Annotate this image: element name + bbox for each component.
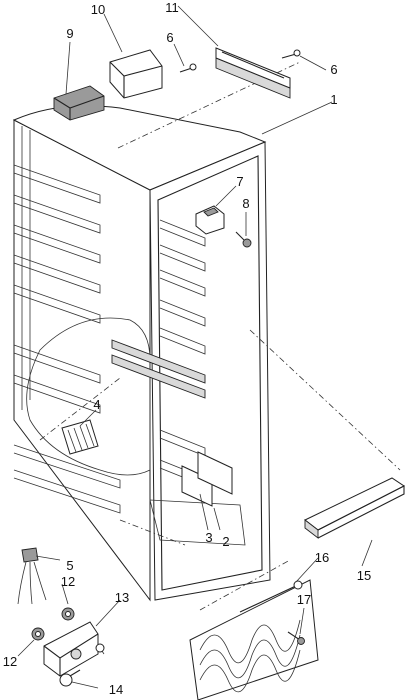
control-housing-part-9	[53, 85, 105, 121]
callout-2: 2	[222, 534, 229, 549]
screw-part-6-right	[281, 49, 301, 59]
callout-4: 4	[93, 397, 100, 412]
top-rail-part-11	[215, 47, 291, 99]
callout-1: 1	[330, 92, 337, 107]
callout-6-right: 6	[330, 62, 337, 77]
lamp-socket-part-12-upper	[61, 607, 75, 621]
bracket-part-2	[197, 451, 233, 495]
callout-3: 3	[205, 530, 212, 545]
bracket-part-7	[195, 205, 225, 235]
callout-9: 9	[66, 26, 73, 41]
callout-labels: 1 2 3 4 5 6 6 7 8 9 10 11 12 12 13 14 15…	[3, 0, 371, 697]
rail-part-15	[304, 477, 405, 539]
bulb-part-14	[59, 643, 105, 687]
callout-6-upper: 6	[166, 30, 173, 45]
callout-14: 14	[109, 682, 123, 697]
lamp-socket-part-12-lower	[31, 627, 45, 641]
bracket-part-10	[109, 49, 163, 99]
wire-harness-part-5	[17, 547, 47, 605]
callout-7: 7	[236, 174, 243, 189]
callout-15: 15	[357, 568, 371, 583]
leader-lines	[17, 5, 373, 689]
screw-part-17	[287, 631, 305, 645]
shelf-rails-right	[159, 219, 206, 487]
callout-11: 11	[165, 0, 179, 15]
screw-part-6-upper	[179, 63, 197, 73]
grille-part-4	[61, 419, 99, 455]
evaporator-coil-part-16	[189, 579, 319, 700]
light-housing-part-13	[43, 621, 99, 677]
callout-13: 13	[115, 590, 129, 605]
screw-part-8	[235, 231, 252, 248]
callout-12-lower: 12	[3, 654, 17, 669]
callout-10: 10	[91, 2, 105, 17]
callout-5: 5	[66, 558, 73, 573]
callout-17: 17	[297, 592, 311, 607]
refrigerator-liner	[12, 105, 271, 602]
callout-8: 8	[242, 196, 249, 211]
callout-12-upper: 12	[61, 574, 75, 589]
callout-16: 16	[315, 550, 329, 565]
